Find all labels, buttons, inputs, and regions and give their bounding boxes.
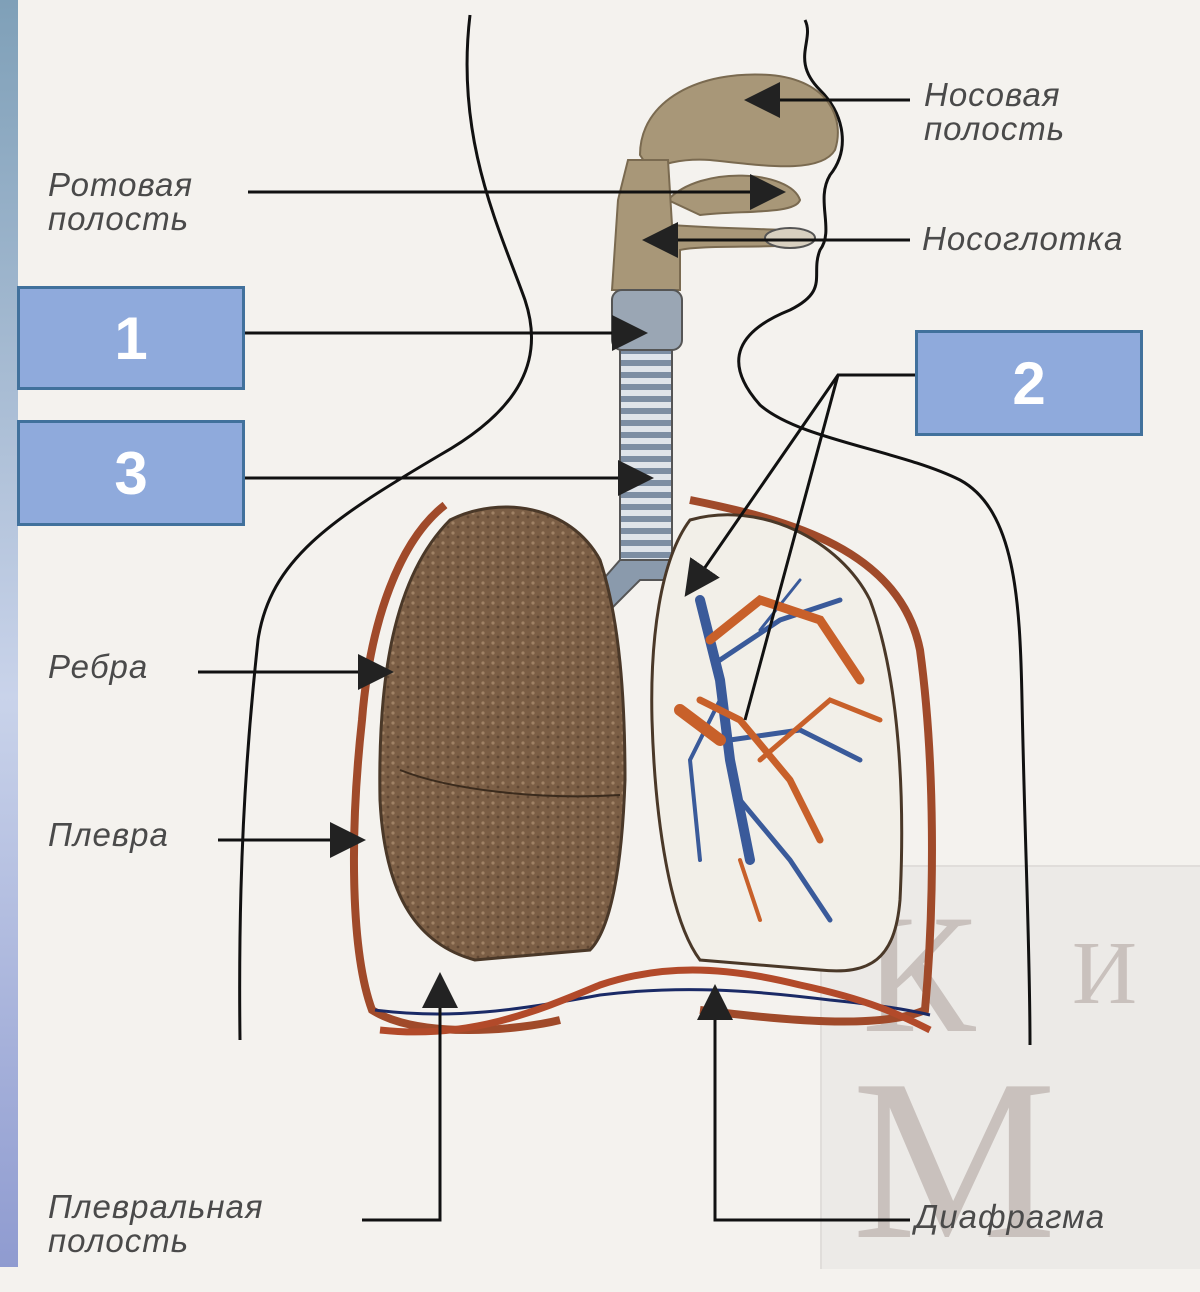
number-box-2[interactable]: 2 bbox=[915, 330, 1143, 436]
oral-cavity-shape bbox=[668, 176, 800, 215]
trachea-shape bbox=[620, 350, 672, 570]
label-oral-cavity: Ротовая полость bbox=[48, 168, 193, 236]
label-nasopharynx: Носоглотка bbox=[922, 222, 1123, 256]
label-pleural-cavity: Плевральная полость bbox=[48, 1190, 264, 1258]
label-diaphragm: Диафрагма bbox=[915, 1200, 1105, 1234]
label-pleura: Плевра bbox=[48, 818, 169, 852]
number-box-3[interactable]: 3 bbox=[17, 420, 245, 526]
nasal-cavity-shape bbox=[640, 74, 838, 170]
label-nasal-cavity: Носовая полость bbox=[924, 78, 1065, 146]
label-ribs: Ребра bbox=[48, 650, 148, 684]
lung-left bbox=[380, 507, 625, 960]
larynx-shape bbox=[612, 290, 682, 350]
number-box-1[interactable]: 1 bbox=[17, 286, 245, 390]
nasopharynx-opening bbox=[765, 228, 815, 248]
